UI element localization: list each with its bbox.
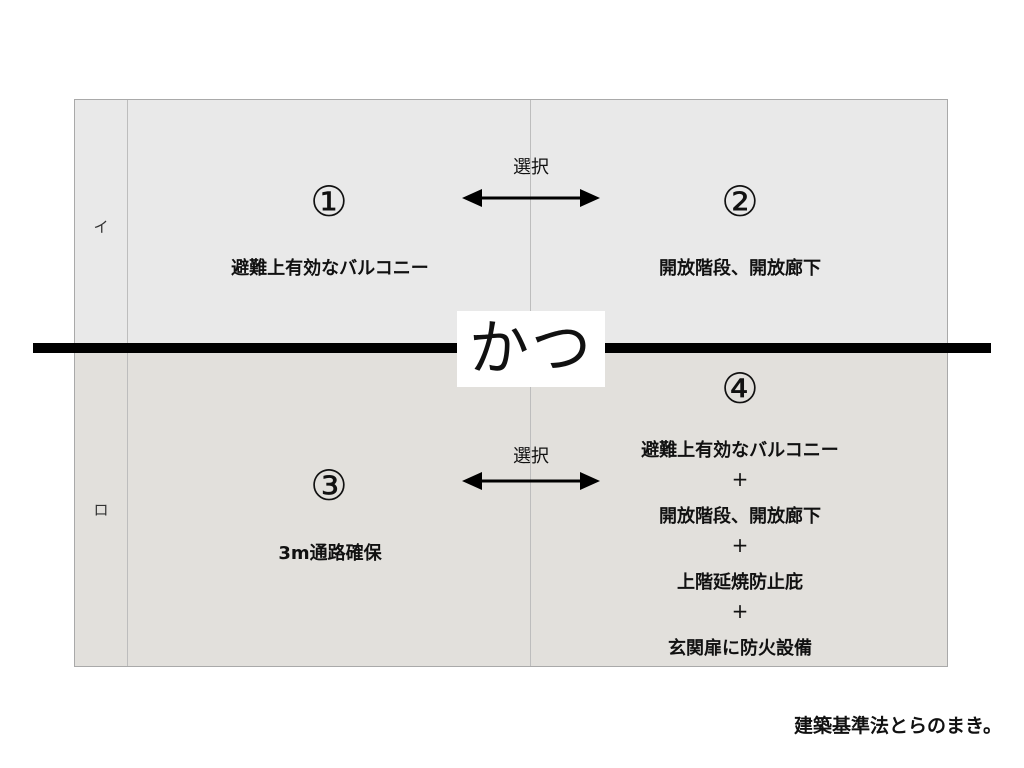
item-4-line-2: 開放階段、開放廊下 xyxy=(659,506,821,527)
plus-sign-3: + xyxy=(731,599,749,623)
item-1-text: 避難上有効なバルコニー xyxy=(231,258,429,279)
item-4-line-1: 避難上有効なバルコニー xyxy=(641,440,839,461)
table-frame xyxy=(74,99,948,667)
row-i-background xyxy=(75,100,947,348)
item-1-number: ① xyxy=(310,177,348,226)
item-4-line-4: 玄関扉に防火設備 xyxy=(668,638,812,659)
select-label-top: 選択 xyxy=(513,157,549,178)
and-connector-text: かつ xyxy=(469,314,593,384)
item-2-number: ② xyxy=(721,177,759,226)
plus-sign-2: + xyxy=(731,533,749,557)
select-label-bottom: 選択 xyxy=(513,446,549,467)
row-ro-background xyxy=(75,348,947,666)
row-label-ro: ロ xyxy=(93,501,109,519)
item-3-text: 3m通路確保 xyxy=(278,543,382,564)
label-column-divider xyxy=(127,100,128,666)
double-arrow-top-icon xyxy=(462,189,600,207)
item-3-number: ③ xyxy=(310,461,348,510)
double-arrow-bottom-icon xyxy=(462,472,600,490)
plus-sign-1: + xyxy=(731,467,749,491)
and-connector-box: かつ xyxy=(457,311,605,387)
item-2-text: 開放階段、開放廊下 xyxy=(659,258,821,279)
row-label-i: イ xyxy=(93,218,109,236)
item-4-number: ④ xyxy=(721,364,759,413)
item-4-line-3: 上階延焼防止庇 xyxy=(677,572,803,593)
footer-note: 建築基準法とらのまき。 xyxy=(793,715,1002,737)
